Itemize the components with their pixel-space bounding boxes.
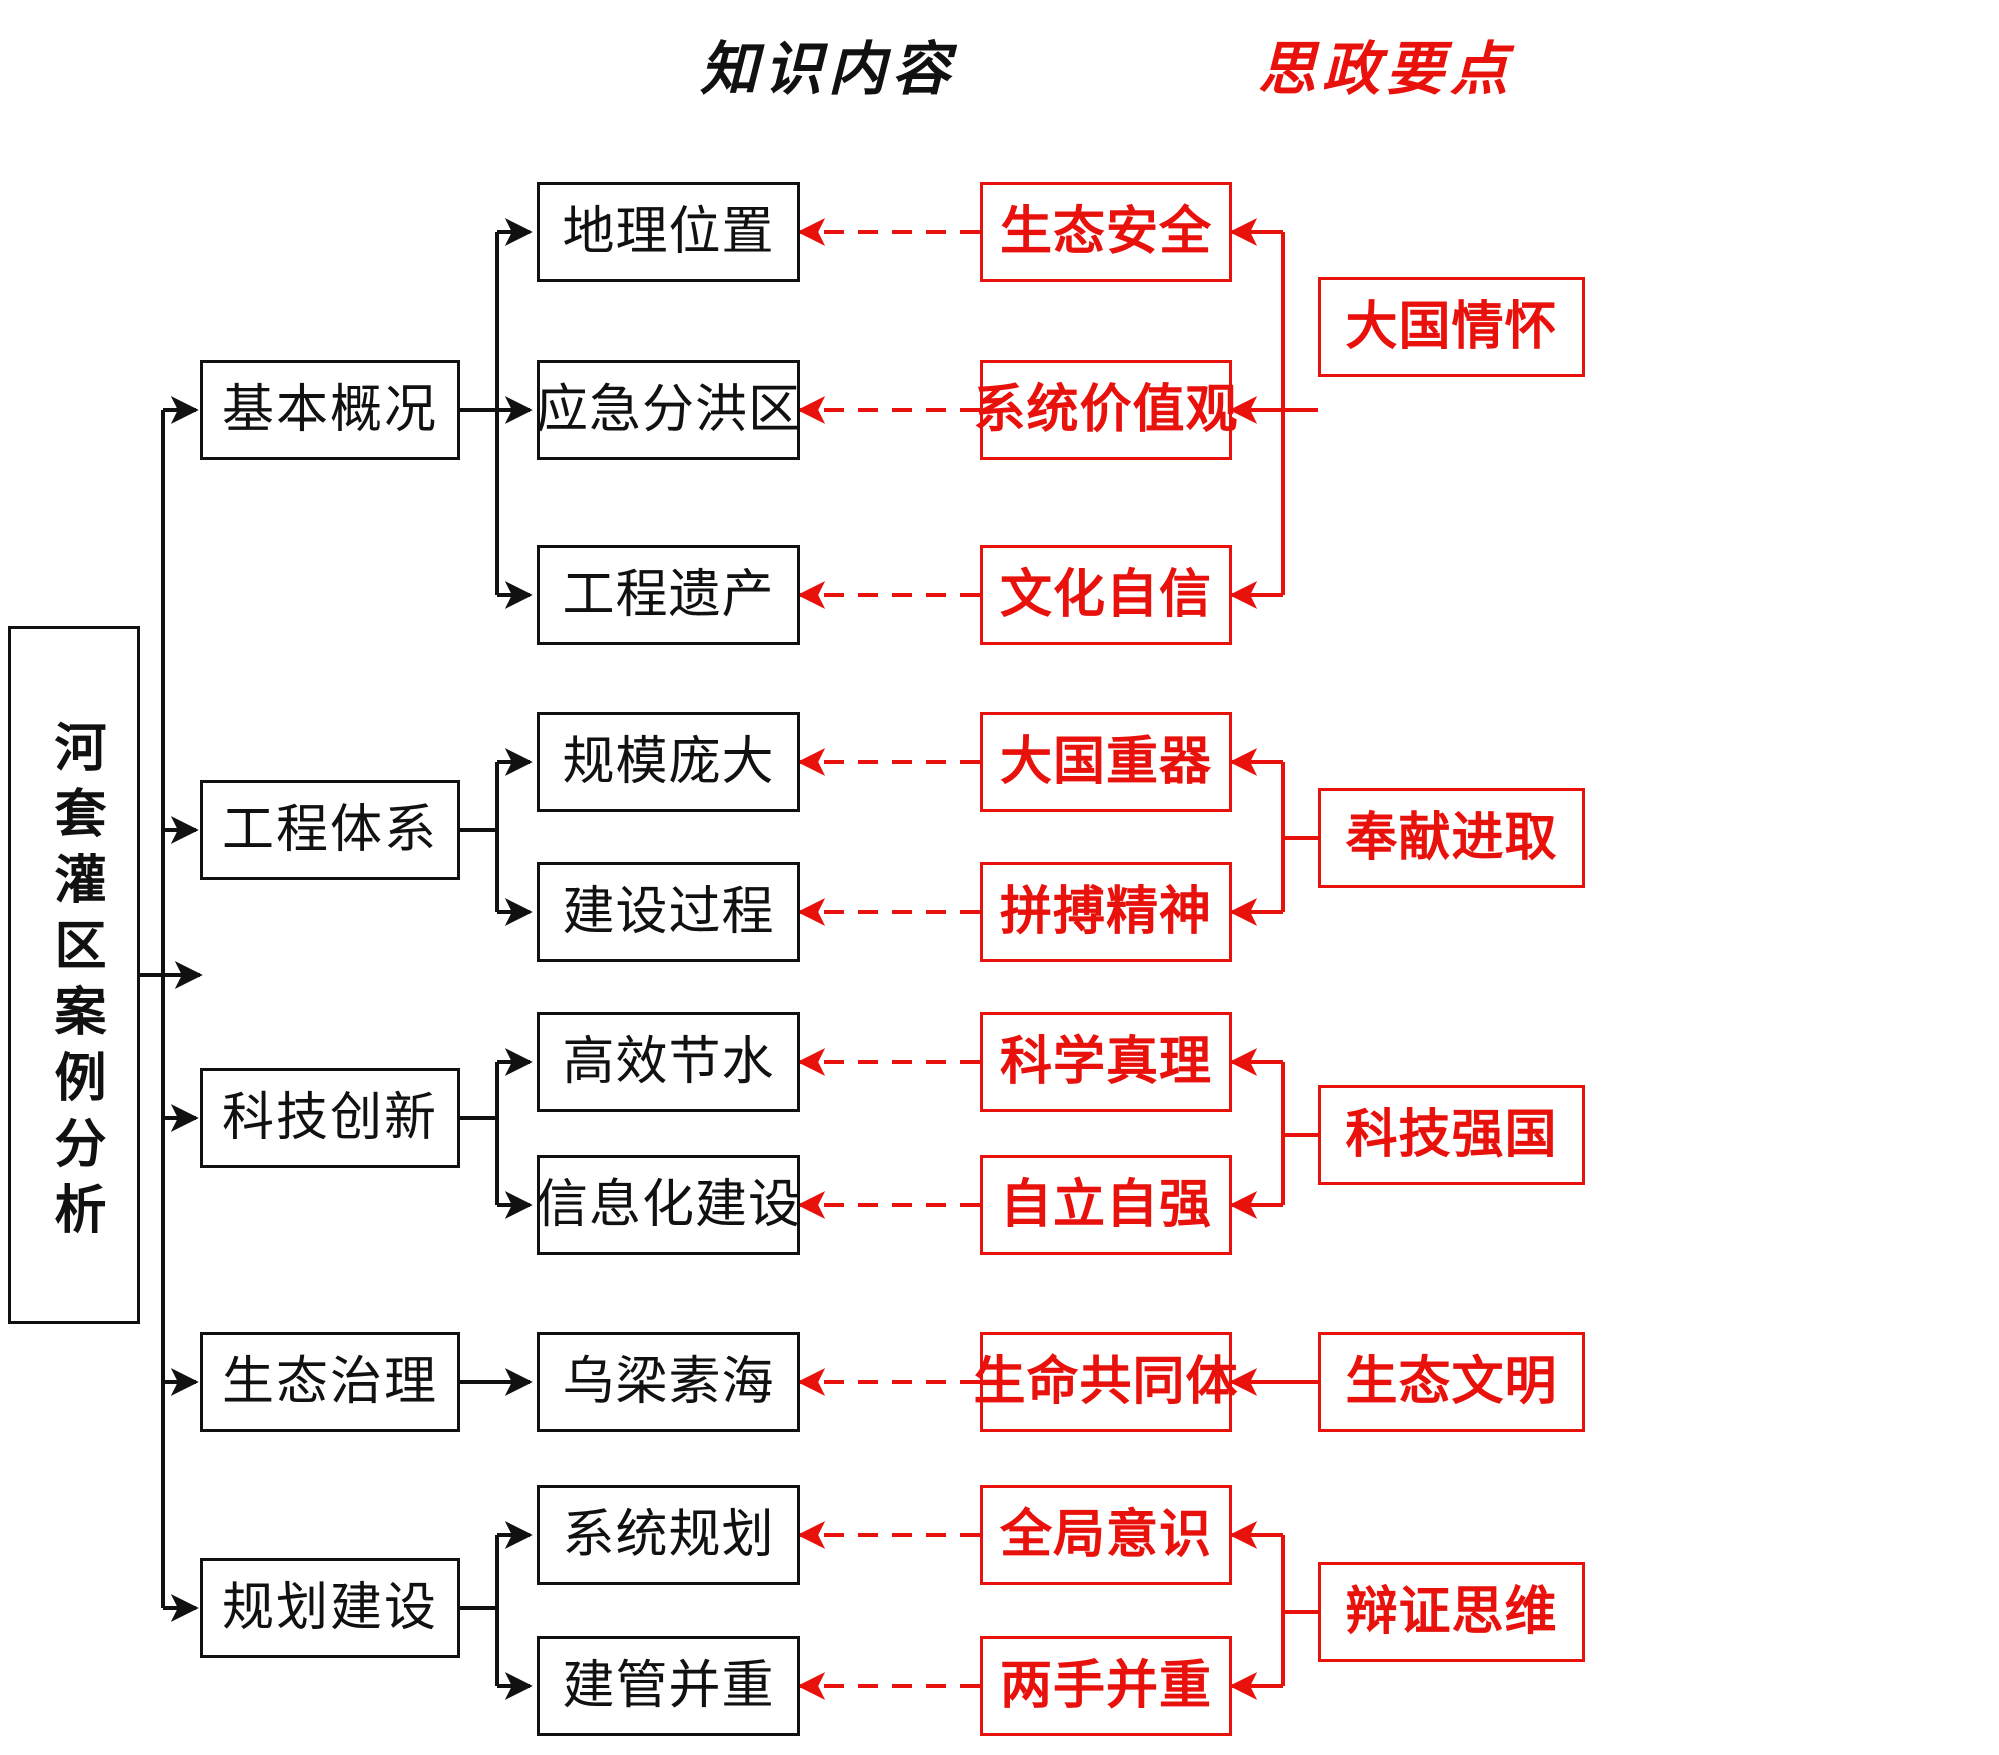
ideology-point-node-4[interactable]: 拼搏精神 [980, 862, 1232, 962]
knowledge-node-1[interactable]: 应急分洪区 [536, 360, 802, 460]
ideology-theme-node-3[interactable]: 生态文明 [1318, 1332, 1585, 1432]
knowledge-node-0[interactable]: 地理位置 [537, 182, 800, 282]
knowledge-node-6[interactable]: 信息化建设 [536, 1155, 802, 1255]
column-header-ideology: 思政要点 [1258, 37, 1515, 102]
knowledge-label-5: 高效节水 [562, 1033, 775, 1091]
knowledge-label-2: 工程遗产 [562, 566, 775, 624]
ideology-point-label-5: 科学真理 [999, 1033, 1212, 1091]
branch-connectors-group-1 [460, 218, 533, 609]
knowledge-label-7: 乌梁素海 [562, 1353, 775, 1411]
ideology-theme-label-2: 科技强国 [1345, 1106, 1558, 1164]
column-header-knowledge: 知识内容 [700, 37, 957, 102]
ideology-point-label-7: 生命共同体 [973, 1353, 1239, 1411]
ideology-point-node-5[interactable]: 科学真理 [980, 1012, 1232, 1112]
ideology-dashed-links [797, 218, 980, 1700]
branch-connectors-group-3 [460, 1048, 533, 1219]
knowledge-label-9: 建管并重 [562, 1657, 775, 1715]
root-node-hetao-case-analysis[interactable]: 河套灌区案例分析 [8, 626, 140, 1324]
theme-connectors-1 [1229, 218, 1318, 609]
category-spine [161, 396, 199, 1622]
theme-connectors-3 [1229, 1048, 1318, 1219]
ideology-theme-label-3: 生态文明 [1345, 1353, 1558, 1411]
ideology-point-label-3: 大国重器 [999, 733, 1212, 791]
branch-connectors-group-5 [460, 1521, 533, 1700]
ideology-theme-label-1: 奉献进取 [1345, 809, 1558, 867]
ideology-point-label-9: 两手并重 [999, 1657, 1212, 1715]
category-label-3: 生态治理 [221, 1353, 438, 1411]
knowledge-label-4: 建设过程 [562, 883, 775, 941]
ideology-theme-label-4: 辩证思维 [1345, 1583, 1558, 1641]
ideology-point-label-0: 生态安全 [999, 203, 1212, 261]
category-node-4[interactable]: 规划建设 [200, 1558, 460, 1658]
branch-connectors-group-2 [460, 748, 533, 926]
ideology-point-node-6[interactable]: 自立自强 [980, 1155, 1232, 1255]
knowledge-node-9[interactable]: 建管并重 [537, 1636, 800, 1736]
category-label-4: 规划建设 [221, 1579, 438, 1637]
category-node-2[interactable]: 科技创新 [200, 1068, 460, 1168]
ideology-point-label-2: 文化自信 [999, 566, 1212, 624]
category-node-3[interactable]: 生态治理 [200, 1332, 460, 1432]
knowledge-label-1: 应急分洪区 [536, 381, 802, 439]
ideology-point-node-0[interactable]: 生态安全 [980, 182, 1232, 282]
category-node-1[interactable]: 工程体系 [200, 780, 460, 880]
knowledge-label-8: 系统规划 [562, 1506, 775, 1564]
ideology-theme-node-0[interactable]: 大国情怀 [1318, 277, 1585, 377]
ideology-theme-node-2[interactable]: 科技强国 [1318, 1085, 1585, 1185]
ideology-point-label-4: 拼搏精神 [999, 883, 1212, 941]
theme-connectors-2 [1229, 748, 1318, 926]
category-label-0: 基本概况 [221, 381, 438, 439]
ideology-theme-node-4[interactable]: 辩证思维 [1318, 1562, 1585, 1662]
ideology-theme-label-0: 大国情怀 [1345, 298, 1558, 356]
ideology-point-label-8: 全局意识 [999, 1506, 1212, 1564]
knowledge-label-3: 规模庞大 [562, 733, 775, 791]
knowledge-node-5[interactable]: 高效节水 [537, 1012, 800, 1112]
category-label-1: 工程体系 [221, 801, 438, 859]
ideology-point-label-6: 自立自强 [999, 1176, 1212, 1234]
ideology-point-label-1: 系统价值观 [973, 381, 1239, 439]
ideology-point-node-1[interactable]: 系统价值观 [974, 360, 1238, 460]
ideology-point-node-9[interactable]: 两手并重 [980, 1636, 1232, 1736]
ideology-point-node-8[interactable]: 全局意识 [980, 1485, 1232, 1585]
knowledge-node-8[interactable]: 系统规划 [537, 1485, 800, 1585]
ideology-point-node-7[interactable]: 生命共同体 [974, 1332, 1238, 1432]
ideology-point-node-2[interactable]: 文化自信 [980, 545, 1232, 645]
ideology-theme-node-1[interactable]: 奉献进取 [1318, 788, 1585, 888]
knowledge-node-2[interactable]: 工程遗产 [537, 545, 800, 645]
knowledge-label-0: 地理位置 [562, 203, 775, 261]
knowledge-node-7[interactable]: 乌梁素海 [537, 1332, 800, 1432]
category-node-0[interactable]: 基本概况 [200, 360, 460, 460]
theme-connectors-5 [1229, 1521, 1318, 1700]
ideology-point-node-3[interactable]: 大国重器 [980, 712, 1232, 812]
knowledge-node-3[interactable]: 规模庞大 [537, 712, 800, 812]
category-label-2: 科技创新 [221, 1089, 438, 1147]
knowledge-node-4[interactable]: 建设过程 [537, 862, 800, 962]
knowledge-label-6: 信息化建设 [536, 1176, 802, 1234]
